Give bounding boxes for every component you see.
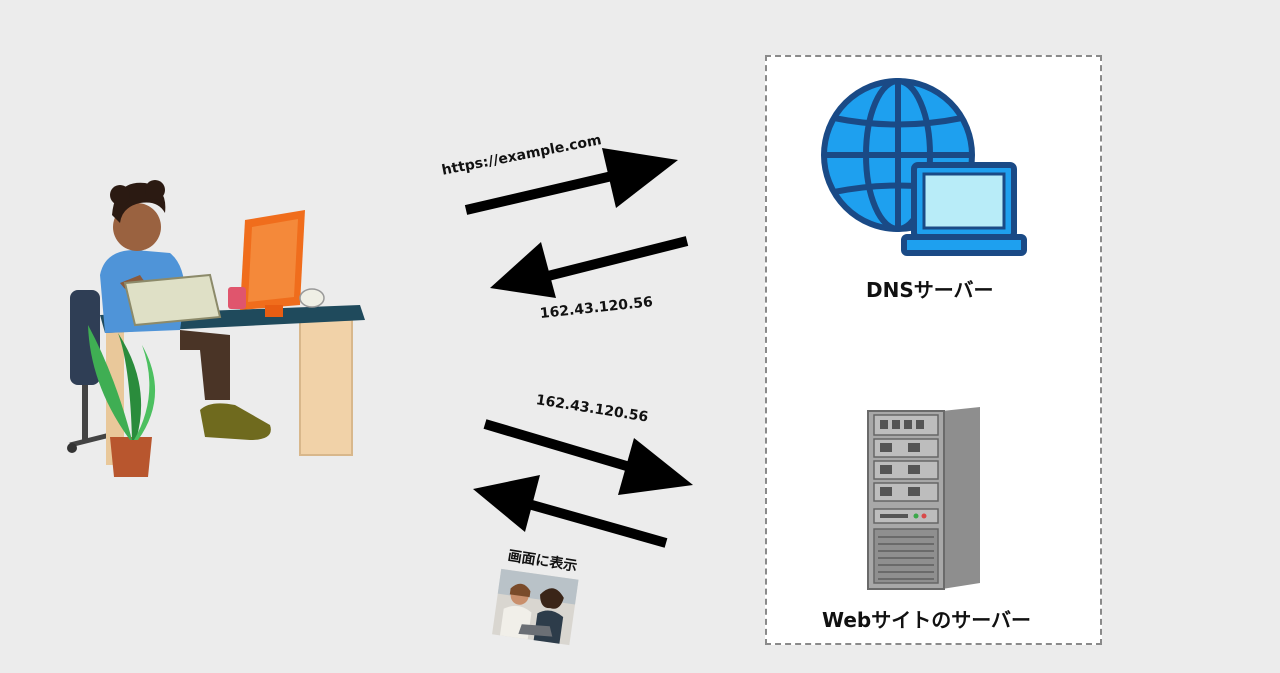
- globe-laptop-icon: [821, 78, 1027, 256]
- arrow-url-request: [464, 148, 678, 215]
- arrow-ip-reply: [490, 236, 689, 298]
- web-server-caption: Webサイトのサーバー: [822, 608, 1032, 632]
- arrow-ip-request: [483, 419, 693, 495]
- person-at-desk-illustration: [67, 180, 365, 477]
- screen-thumbnail-image: [492, 568, 579, 646]
- server-tower-icon: [867, 407, 980, 590]
- dns-server-caption: DNSサーバー: [866, 278, 994, 302]
- arrow-page-response: [473, 475, 668, 548]
